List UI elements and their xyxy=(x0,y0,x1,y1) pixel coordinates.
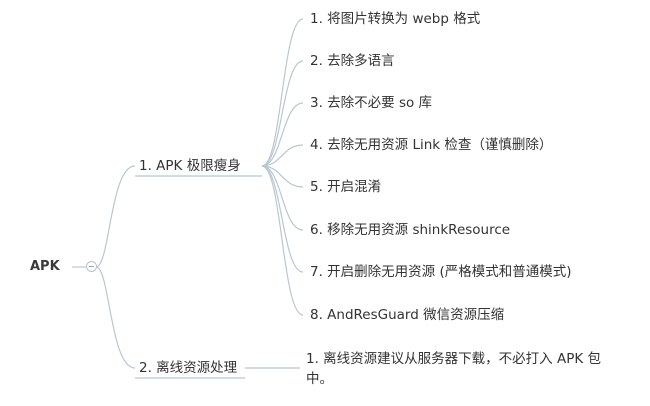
connectors xyxy=(72,18,304,379)
root-node[interactable]: APK xyxy=(30,259,60,274)
connector-b1-leaf1 xyxy=(261,18,304,167)
branch-node-2[interactable]: 2. 离线资源处理 xyxy=(139,360,238,376)
leaf-node-obfuscation[interactable]: 5. 开启混淆 xyxy=(310,179,382,195)
connector-b1-leaf6 xyxy=(261,165,304,231)
connector-b1-leaf2 xyxy=(261,60,304,167)
connector-b1-leaf8 xyxy=(261,165,304,316)
leaf-node-webp[interactable]: 1. 将图片转换为 webp 格式 xyxy=(310,11,481,27)
leaf-node-offline-download[interactable]: 1. 离线资源建议从服务器下载，不必打入 APK 包中。 xyxy=(306,351,601,387)
connector-b1-leaf7 xyxy=(261,165,304,273)
leaf-node-multilang[interactable]: 2. 去除多语言 xyxy=(310,53,395,69)
leaf-node-delete-unused[interactable]: 7. 开启删除无用资源 (严格模式和普通模式) xyxy=(310,264,572,280)
leaf-node-so-lib[interactable]: 3. 去除不必要 so 库 xyxy=(310,95,433,111)
connector-b1-leaf3 xyxy=(261,102,304,167)
leaf-node-link-check[interactable]: 4. 去除无用资源 Link 检查（谨慎删除） xyxy=(310,137,553,153)
branch-node-1[interactable]: 1. APK 极限瘦身 xyxy=(139,158,241,174)
connector-b1-leaf4 xyxy=(261,144,304,167)
connector-root-branch1 xyxy=(95,165,136,268)
collapse-toggle-icon[interactable] xyxy=(86,261,97,272)
connector-root-branch2 xyxy=(95,266,136,369)
leaf-node-andresguard[interactable]: 8. AndResGuard 微信资源压缩 xyxy=(310,307,505,323)
leaf-node-shrink-resource[interactable]: 6. 移除无用资源 shinkResource xyxy=(310,222,511,238)
